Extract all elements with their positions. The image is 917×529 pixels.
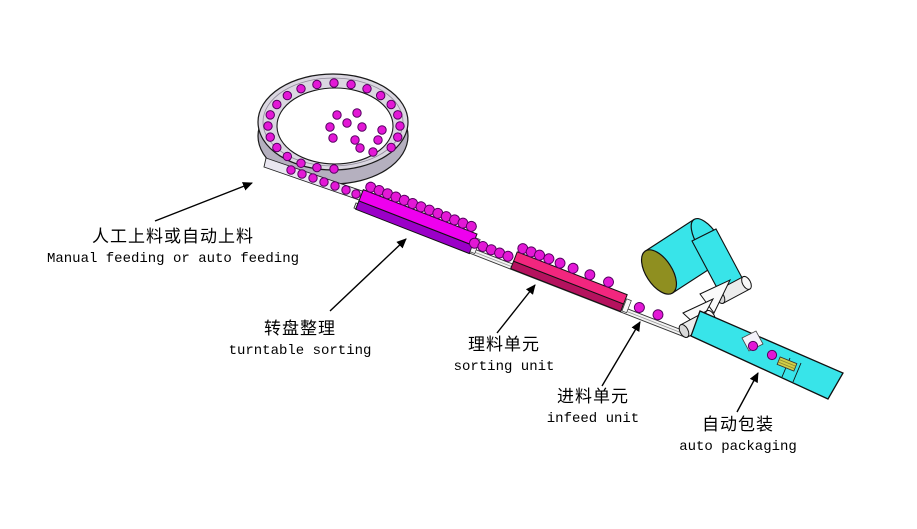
packed-ball [747, 340, 759, 352]
product-ball [652, 309, 664, 321]
product-ball [329, 78, 339, 88]
product-ball [567, 262, 579, 274]
product-ball [352, 108, 362, 118]
product-ball [368, 147, 378, 157]
product-ball [308, 173, 318, 183]
junction-plate-2 [621, 298, 632, 314]
conveyor-balls [365, 181, 664, 321]
product-ball [342, 118, 352, 128]
product-ball [375, 90, 386, 101]
product-ball [362, 84, 372, 94]
product-ball [286, 165, 296, 175]
ramp-balls [286, 165, 361, 199]
turntable-feeder [257, 73, 409, 203]
product-ball [584, 269, 596, 281]
product-ball [386, 99, 396, 110]
label-infeed: 进料单元 infeed unit [513, 386, 673, 428]
product-ball [312, 79, 322, 90]
label-sorting-en: sorting unit [453, 359, 555, 376]
product-ball [272, 99, 282, 110]
product-ball [332, 110, 342, 120]
leader-arrows [154, 182, 759, 413]
label-feeding-zh: 人工上料或自动上料 [92, 227, 254, 247]
product-ball [554, 257, 566, 269]
label-feeding-en: Manual feeding or auto feeding [46, 251, 300, 268]
product-ball [325, 122, 335, 132]
label-packaging-en: auto packaging [679, 439, 797, 456]
label-turntable-zh: 转盘整理 [264, 319, 336, 339]
scattered-balls [325, 108, 387, 157]
label-packaging-zh: 自动包装 [702, 415, 774, 435]
product-ball [312, 162, 322, 173]
packaging-machine [640, 218, 844, 400]
arrow-infeed [601, 321, 641, 387]
turntable-track [355, 189, 478, 255]
label-turntable-en: turntable sorting [228, 343, 372, 360]
product-ball [393, 110, 403, 120]
product-ball [393, 132, 403, 142]
label-infeed-zh: 进料单元 [557, 387, 629, 407]
product-ball [330, 181, 340, 191]
conveyor-line [353, 181, 689, 338]
product-ball [603, 276, 615, 288]
label-infeed-en: infeed unit [546, 411, 640, 428]
product-ball [395, 121, 405, 131]
belt-seam-2 [792, 362, 802, 383]
product-ball [386, 142, 396, 153]
product-ball [265, 110, 275, 120]
product-ball [329, 164, 339, 174]
product-ball [351, 189, 361, 199]
product-ball [265, 132, 275, 142]
product-ball [633, 302, 645, 314]
product-ball [263, 121, 273, 131]
rim-balls [263, 78, 405, 174]
product-ball [341, 185, 351, 195]
product-ball [502, 250, 514, 262]
turntable-bowl-floor [276, 87, 394, 165]
arrow-turntable [329, 238, 407, 312]
label-turntable: 转盘整理 turntable sorting [215, 318, 385, 360]
packed-ball-2 [766, 349, 778, 361]
product-ball [297, 169, 307, 179]
product-ball [319, 177, 329, 187]
product-ball [357, 122, 367, 132]
label-packaging: 自动包装 auto packaging [658, 414, 818, 456]
arrow-sorting [496, 284, 536, 334]
product-ball [328, 133, 338, 143]
product-ball [355, 143, 365, 153]
product-ball [296, 158, 306, 168]
label-sorting-zh: 理料单元 [468, 335, 540, 355]
product-ball [282, 151, 293, 162]
product-ball [377, 125, 387, 135]
arrow-packaging [736, 372, 759, 413]
sorting-unit-track [510, 251, 628, 313]
film-roll-end-cap [640, 249, 678, 295]
product-ball [543, 253, 555, 265]
product-ball [272, 142, 282, 153]
product-ball [296, 84, 306, 94]
product-ball [350, 135, 360, 145]
label-feeding: 人工上料或自动上料 Manual feeding or auto feeding [28, 226, 318, 268]
finished-packet [776, 356, 798, 372]
product-ball [373, 135, 383, 145]
product-ball [465, 220, 477, 232]
product-ball [282, 90, 293, 101]
arrow-feeding [154, 182, 253, 222]
label-sorting: 理料单元 sorting unit [424, 334, 584, 376]
product-ball [346, 79, 356, 90]
